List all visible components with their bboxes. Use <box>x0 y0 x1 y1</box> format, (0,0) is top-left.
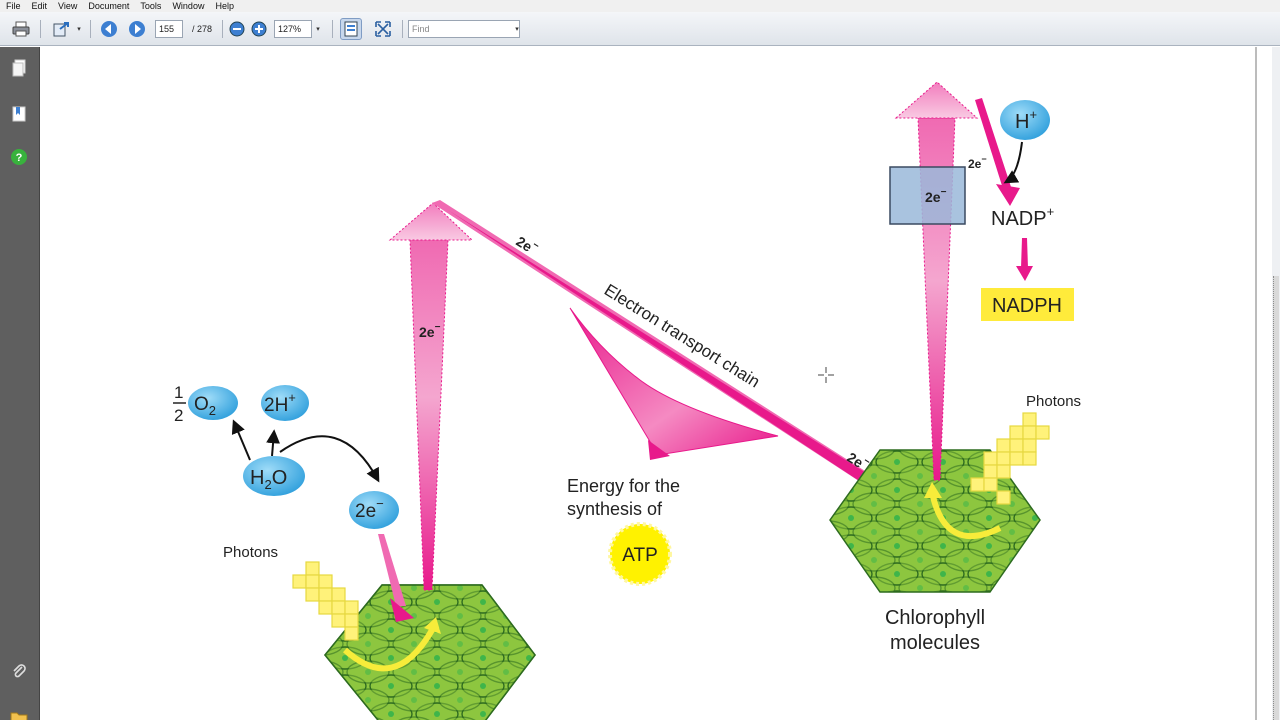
atp-burst: ATP <box>608 522 672 586</box>
svg-text:H+: H+ <box>1015 107 1037 133</box>
menu-view[interactable]: View <box>58 1 78 11</box>
svg-text:O2: O2 <box>194 394 216 418</box>
attachments-panel-button[interactable] <box>9 662 29 682</box>
attachment-icon <box>13 664 26 678</box>
svg-text:H2O: H2O <box>250 467 287 492</box>
half-o2-molecule: 1 2 O2 <box>173 383 238 425</box>
svg-text:1: 1 <box>174 383 183 402</box>
help-icon: ? <box>11 149 27 165</box>
left-photons <box>292 561 359 641</box>
menu-bar: File Edit View Document Tools Window Help <box>0 0 1280 12</box>
pages-icon <box>12 59 26 77</box>
two-h-plus-ion: 2H+ <box>261 385 309 421</box>
fit-page-button[interactable] <box>340 18 362 40</box>
left-beam-2e-label: 2e− <box>419 322 441 340</box>
chain-bottom-2e-label: 2e− <box>844 447 872 474</box>
energy-label-line2: synthesis of <box>567 499 663 519</box>
right-energy-curve <box>929 491 1002 540</box>
left-excitation-arrow <box>388 202 474 591</box>
arrow-to-2e <box>279 435 380 483</box>
printer-icon <box>12 21 30 37</box>
chlorophyll-label-line2: molecules <box>890 632 980 654</box>
menu-tools[interactable]: Tools <box>140 1 162 11</box>
next-page-button[interactable] <box>126 18 148 40</box>
bookmarks-panel-button[interactable] <box>9 104 29 124</box>
arrow-to-o2 <box>231 419 251 461</box>
print-button[interactable] <box>10 18 32 40</box>
photosynthesis-diagram: 1 2 O2 2H+ H2O 2e− Photons <box>173 81 1081 720</box>
menu-document[interactable]: Document <box>88 1 130 11</box>
export-dropdown[interactable]: ▾ <box>77 26 81 33</box>
page-border <box>1255 47 1257 720</box>
menu-window[interactable]: Window <box>172 1 205 11</box>
zoom-in-button[interactable] <box>248 18 270 40</box>
electron-acceptor-box: 2e− <box>889 166 966 225</box>
scrollbar-thumb[interactable] <box>1273 276 1279 720</box>
left-photons-label: Photons <box>223 544 278 561</box>
energy-label-line1: Energy for the <box>567 476 680 496</box>
fit-page-icon <box>344 21 358 37</box>
h-plus-ion: H+ <box>1000 100 1050 140</box>
help-panel-button[interactable]: ? <box>9 147 29 167</box>
page-number-input[interactable]: 155 <box>155 20 183 38</box>
left-energy-curve <box>342 628 435 672</box>
atp-energy-fan <box>569 307 779 460</box>
nadp-label: NADP+ <box>991 204 1054 230</box>
svg-text:2: 2 <box>174 406 183 425</box>
arrow-to-2h <box>266 429 281 457</box>
menu-help[interactable]: Help <box>215 1 234 11</box>
fullscreen-button[interactable] <box>372 18 394 40</box>
right-excitation-arrow <box>894 81 979 481</box>
svg-text:2H+: 2H+ <box>264 390 296 416</box>
folder-panel-button[interactable] <box>9 707 29 720</box>
h-plus-arrow <box>1003 141 1023 184</box>
svg-text:2e−: 2e− <box>925 187 947 205</box>
zoom-in-icon <box>251 21 267 37</box>
nadp-reduction-arrow <box>975 98 1020 206</box>
zoom-level-field[interactable]: 127% <box>274 20 312 38</box>
water-molecule: H2O <box>243 456 305 496</box>
next-page-icon <box>129 21 145 37</box>
folder-icon <box>10 712 28 720</box>
zoom-out-button[interactable] <box>226 18 248 40</box>
find-input[interactable]: Find <box>408 20 520 38</box>
prev-page-icon <box>101 21 117 37</box>
navigation-sidebar: ? <box>0 47 40 720</box>
document-page[interactable]: 1 2 O2 2H+ H2O 2e− Photons <box>40 47 1272 720</box>
menu-file[interactable]: File <box>6 1 21 11</box>
svg-text:2e−: 2e− <box>355 496 384 522</box>
right-photons-label: Photons <box>1026 393 1081 410</box>
svg-text:?: ? <box>16 152 23 164</box>
svg-text:ATP: ATP <box>622 545 658 566</box>
right-2e-label: 2e− <box>968 154 987 171</box>
fullscreen-icon <box>375 21 391 37</box>
nadph-badge: NADPH <box>981 288 1074 321</box>
electron-transport-beam <box>432 200 898 508</box>
left-electron-arrow <box>378 534 414 622</box>
zoom-dropdown[interactable]: ▾ <box>316 26 320 33</box>
left-2e-electrons: 2e− <box>349 491 399 529</box>
export-button[interactable] <box>50 18 72 40</box>
page-total: / 278 <box>191 24 213 34</box>
export-icon <box>53 22 69 37</box>
svg-text:NADPH: NADPH <box>992 295 1062 317</box>
chain-top-2e-label: 2e− <box>513 231 541 258</box>
nadph-arrow <box>1016 238 1033 281</box>
pages-panel-button[interactable] <box>9 58 29 78</box>
previous-page-button[interactable] <box>98 18 120 40</box>
mouse-cursor <box>818 367 834 383</box>
right-photons <box>970 412 1050 505</box>
menu-edit[interactable]: Edit <box>31 1 48 11</box>
find-dropdown[interactable]: ▾ <box>515 26 519 33</box>
zoom-out-icon <box>229 21 245 37</box>
bookmarks-icon <box>12 106 26 122</box>
chlorophyll-label-line1: Chlorophyll <box>885 607 985 629</box>
toolbar: ▾ 155 / 278 127% ▾ Find ▾ <box>0 12 1280 46</box>
